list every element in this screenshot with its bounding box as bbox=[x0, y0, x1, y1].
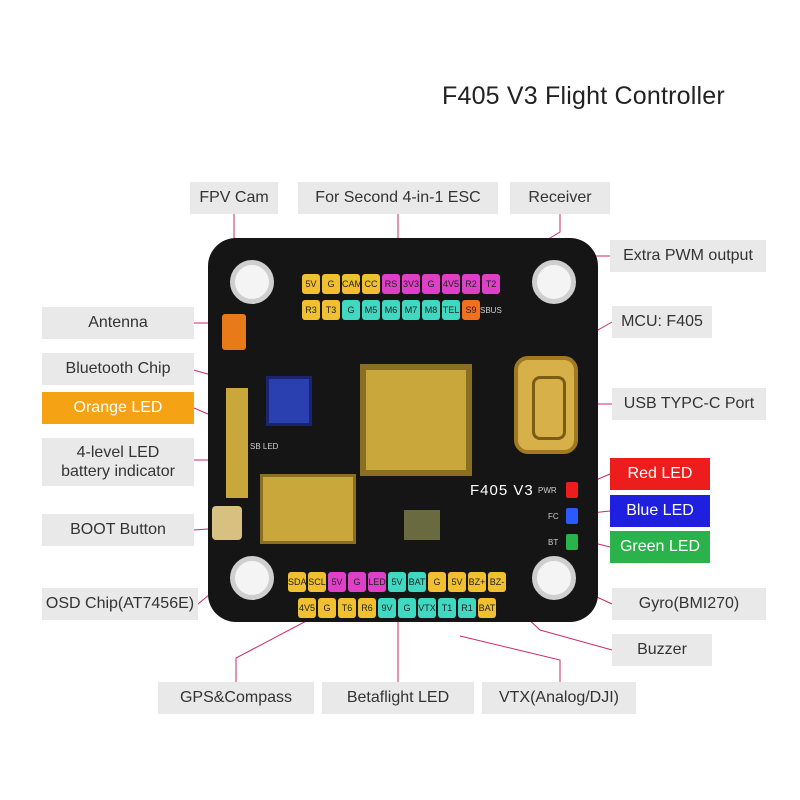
callout-extra-pwm: Extra PWM output bbox=[610, 240, 766, 272]
callout-boot: BOOT Button bbox=[42, 514, 194, 546]
leader-gps bbox=[235, 617, 313, 686]
callout-buzzer: Buzzer bbox=[612, 634, 712, 666]
solder-pad: G bbox=[322, 274, 340, 294]
callout-blue-led: Blue LED bbox=[610, 495, 710, 527]
solder-pad: BZ+ bbox=[468, 572, 486, 592]
solder-pad: G bbox=[428, 572, 446, 592]
solder-pad: T2 bbox=[482, 274, 500, 294]
solder-pad: R3 bbox=[302, 300, 320, 320]
callout-receiver: Receiver bbox=[510, 182, 610, 214]
callout-mcu: MCU: F405 bbox=[612, 306, 712, 338]
gyro-chip bbox=[404, 510, 440, 540]
sbus-label: SBUS bbox=[480, 306, 502, 315]
solder-pad: BAT bbox=[478, 598, 496, 618]
solder-pad: T6 bbox=[338, 598, 356, 618]
solder-pad: SCL bbox=[308, 572, 326, 592]
usb-c-socket bbox=[532, 376, 566, 440]
solder-pad: 9V bbox=[378, 598, 396, 618]
solder-pad: G bbox=[318, 598, 336, 618]
solder-pad: 4V5 bbox=[442, 274, 460, 294]
solder-pad: 5V bbox=[302, 274, 320, 294]
solder-pad: 3V3 bbox=[402, 274, 420, 294]
solder-pad: 5V bbox=[328, 572, 346, 592]
solder-pad: RS bbox=[382, 274, 400, 294]
callout-vtx: VTX(Analog/DJI) bbox=[482, 682, 636, 714]
solder-pad: 5V bbox=[388, 572, 406, 592]
callout-betaflight-led: Betaflight LED bbox=[322, 682, 474, 714]
sb-led-label: SB LED bbox=[250, 442, 279, 451]
mount-hole-top-right bbox=[532, 260, 576, 304]
pwr-label: PWR bbox=[538, 486, 557, 495]
callout-orange-led: Orange LED bbox=[42, 392, 194, 424]
green-led bbox=[566, 534, 578, 550]
bluetooth-chip bbox=[266, 376, 312, 426]
solder-pad: G bbox=[398, 598, 416, 618]
callout-usb: USB TYPC-C Port bbox=[612, 388, 766, 420]
battery-indicator-line2: battery indicator bbox=[61, 463, 175, 480]
solder-pad: R6 bbox=[358, 598, 376, 618]
callout-battery-indicator: 4-level LED battery indicator bbox=[42, 438, 194, 486]
callout-osd-chip: OSD Chip(AT7456E) bbox=[42, 588, 198, 620]
callout-gyro: Gyro(BMI270) bbox=[612, 588, 766, 620]
leader-vtx bbox=[459, 635, 561, 686]
solder-pad: BAT bbox=[408, 572, 426, 592]
solder-pad: LED bbox=[368, 572, 386, 592]
mcu-chip bbox=[360, 364, 472, 476]
solder-pad: S9 bbox=[462, 300, 480, 320]
solder-pad: R1 bbox=[458, 598, 476, 618]
page-title: F405 V3 Flight Controller bbox=[442, 82, 725, 110]
blue-led bbox=[566, 508, 578, 524]
battery-indicator-line1: 4-level LED bbox=[76, 444, 160, 461]
callout-bluetooth: Bluetooth Chip bbox=[42, 353, 194, 385]
solder-pad: G bbox=[348, 572, 366, 592]
solder-pad: VTX bbox=[418, 598, 436, 618]
antenna-connector bbox=[222, 314, 246, 350]
solder-pad: M5 bbox=[362, 300, 380, 320]
boot-button[interactable] bbox=[212, 506, 242, 540]
mount-hole-bottom-left bbox=[230, 556, 274, 600]
solder-pad: G bbox=[422, 274, 440, 294]
solder-pad: M6 bbox=[382, 300, 400, 320]
solder-pad: M7 bbox=[402, 300, 420, 320]
solder-pad: CAM bbox=[342, 274, 360, 294]
solder-pad: 5V bbox=[448, 572, 466, 592]
callout-second-esc: For Second 4-in-1 ESC bbox=[298, 182, 498, 214]
solder-pad: T3 bbox=[322, 300, 340, 320]
solder-pad: CC bbox=[362, 274, 380, 294]
solder-pad: T1 bbox=[438, 598, 456, 618]
callout-green-led: Green LED bbox=[610, 531, 710, 563]
solder-pad: BZ- bbox=[488, 572, 506, 592]
bt-label: BT bbox=[548, 538, 559, 547]
fc-label: FC bbox=[548, 512, 559, 521]
board-label: F405 V3 bbox=[470, 482, 534, 499]
mount-hole-bottom-right bbox=[532, 556, 576, 600]
solder-pad: SDA bbox=[288, 572, 306, 592]
callout-fpv-cam: FPV Cam bbox=[190, 182, 278, 214]
solder-pad: TEL bbox=[442, 300, 460, 320]
usb-c-port bbox=[514, 356, 578, 454]
callout-antenna: Antenna bbox=[42, 307, 194, 339]
battery-led-strip bbox=[226, 388, 248, 498]
solder-pad: M8 bbox=[422, 300, 440, 320]
callout-gps: GPS&Compass bbox=[158, 682, 314, 714]
solder-pad: G bbox=[342, 300, 360, 320]
red-led bbox=[566, 482, 578, 498]
mount-hole-top-left bbox=[230, 260, 274, 304]
solder-pad: 4V5 bbox=[298, 598, 316, 618]
solder-pad: R2 bbox=[462, 274, 480, 294]
callout-red-led: Red LED bbox=[610, 458, 710, 490]
osd-chip bbox=[260, 474, 356, 544]
